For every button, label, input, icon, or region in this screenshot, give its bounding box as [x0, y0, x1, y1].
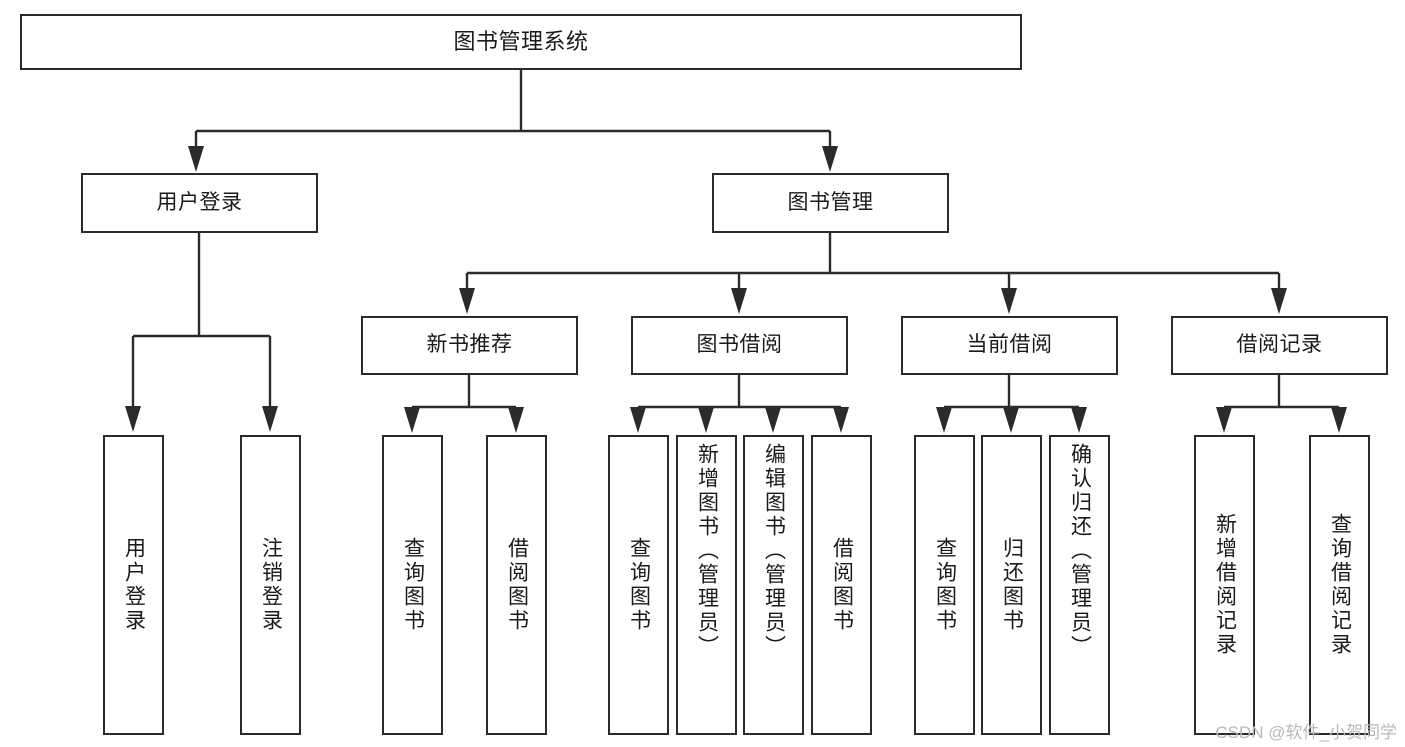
node-book-borrow[interactable]: 图书借阅 [631, 316, 848, 375]
node-new-book-recommend[interactable]: 新书推荐 [361, 316, 578, 375]
leaf-query-book-borrow[interactable]: 查询图书 [608, 435, 669, 735]
leaf-query-book-current[interactable]: 查询图书 [914, 435, 975, 735]
leaf-query-book-recommend[interactable]: 查询图书 [382, 435, 443, 735]
node-label: 图书管理 [787, 190, 874, 214]
leaf-user-login[interactable]: 用户登录 [103, 435, 164, 735]
node-current-borrow[interactable]: 当前借阅 [901, 316, 1118, 375]
node-user-login[interactable]: 用户登录 [81, 173, 318, 233]
leaf-borrow-book-recommend[interactable]: 借阅图书 [486, 435, 547, 735]
node-label: 查询图书 [401, 537, 425, 633]
node-label: 查询图书 [627, 537, 651, 633]
leaf-confirm-return-admin[interactable]: 确认归还（管理员） [1049, 435, 1110, 735]
node-label: 借阅图书 [830, 537, 854, 633]
node-label: 注销登录 [259, 537, 283, 633]
node-book-management[interactable]: 图书管理 [712, 173, 949, 233]
node-label: 图书管理系统 [453, 29, 589, 55]
node-label: 当前借阅 [966, 333, 1053, 357]
node-label: 查询图书 [933, 537, 957, 633]
node-label: 用户登录 [122, 537, 146, 633]
leaf-borrow-book[interactable]: 借阅图书 [811, 435, 872, 735]
leaf-logout[interactable]: 注销登录 [240, 435, 301, 735]
node-borrow-record[interactable]: 借阅记录 [1171, 316, 1388, 375]
leaf-return-book[interactable]: 归还图书 [981, 435, 1042, 735]
node-label: 借阅图书 [505, 537, 529, 633]
leaf-add-book-admin[interactable]: 新增图书（管理员） [676, 435, 737, 735]
leaf-edit-book-admin[interactable]: 编辑图书（管理员） [743, 435, 804, 735]
node-label: 借阅记录 [1236, 333, 1323, 357]
node-label: 确认归还（管理员） [1068, 443, 1092, 659]
node-label: 编辑图书（管理员） [762, 443, 786, 659]
node-label: 归还图书 [1000, 537, 1024, 633]
node-label: 新增借阅记录 [1213, 513, 1237, 657]
node-root-system[interactable]: 图书管理系统 [20, 14, 1022, 70]
node-label: 新增图书（管理员） [695, 443, 719, 659]
node-label: 用户登录 [156, 190, 243, 214]
node-label: 图书借阅 [696, 333, 783, 357]
leaf-query-borrow-record[interactable]: 查询借阅记录 [1309, 435, 1370, 735]
node-label: 新书推荐 [426, 333, 513, 357]
leaf-add-borrow-record[interactable]: 新增借阅记录 [1194, 435, 1255, 735]
node-label: 查询借阅记录 [1328, 513, 1352, 657]
